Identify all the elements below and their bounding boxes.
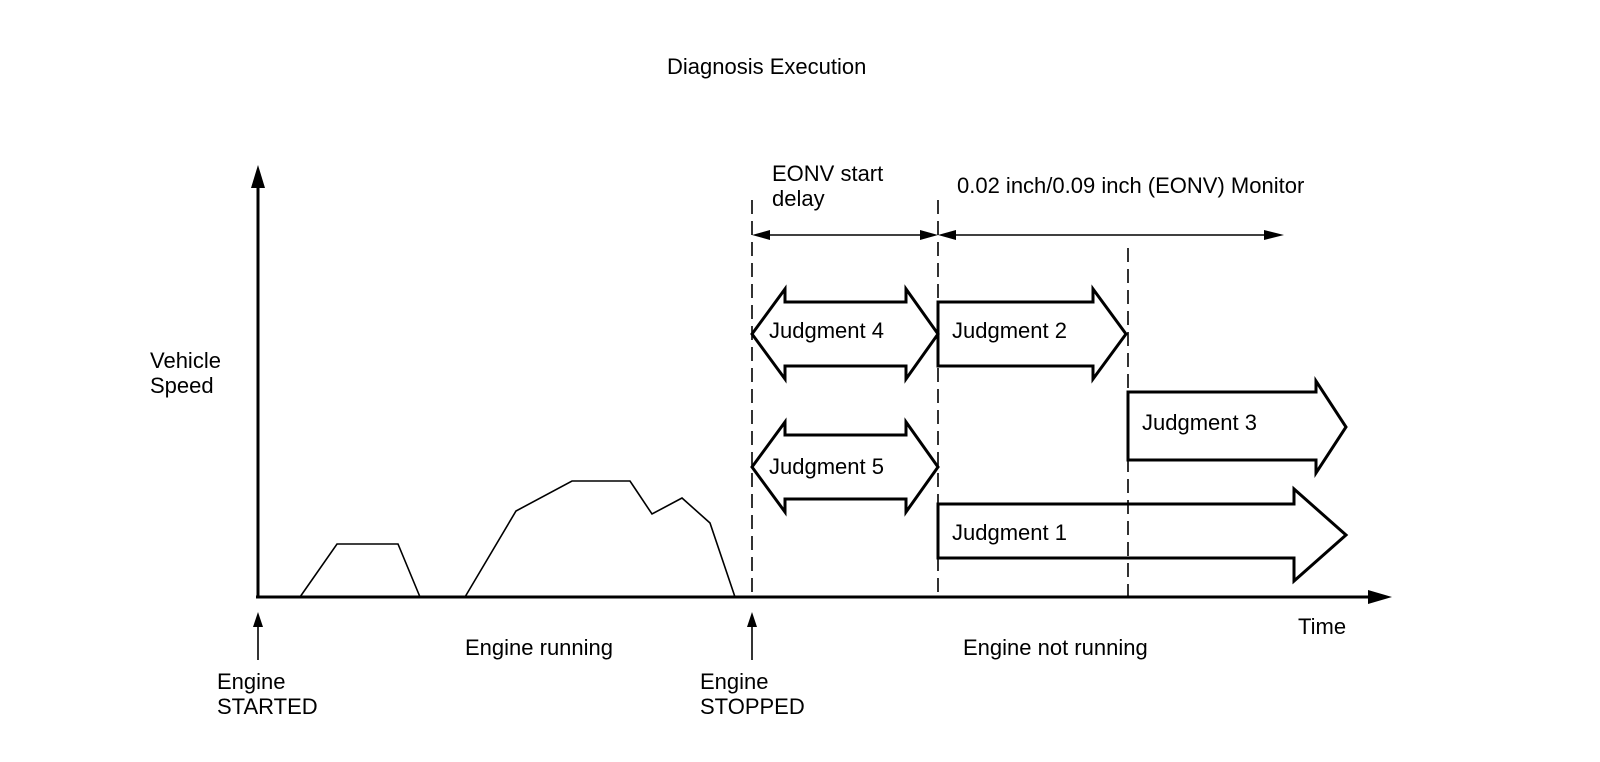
start-delay-interval-arrow bbox=[752, 230, 938, 240]
y-axis-label: Vehicle Speed bbox=[150, 348, 227, 398]
monitor-label: 0.02 inch/0.09 inch (EONV) Monitor bbox=[957, 173, 1304, 198]
engine-started-marker bbox=[253, 612, 263, 660]
phase-engine-running: Engine running bbox=[465, 635, 613, 660]
y-axis-arrowhead bbox=[251, 165, 265, 188]
monitor-interval-arrow bbox=[938, 230, 1284, 240]
diagram-title: Diagnosis Execution bbox=[667, 54, 866, 79]
engine-started-label: Engine STARTED bbox=[217, 669, 318, 719]
judgment-3-arrow bbox=[1126, 375, 1348, 479]
judgment-1-arrow bbox=[936, 485, 1349, 585]
judgment-5-label: Judgment 5 bbox=[769, 454, 884, 479]
judgment-3-label: Judgment 3 bbox=[1142, 410, 1257, 435]
engine-stopped-marker bbox=[747, 612, 757, 660]
phase-engine-not-running: Engine not running bbox=[963, 635, 1148, 660]
axes bbox=[251, 165, 1392, 604]
x-axis-label: Time bbox=[1298, 614, 1346, 639]
judgment-2-label: Judgment 2 bbox=[952, 318, 1067, 343]
vehicle-speed-trace bbox=[299, 543, 421, 598]
boundary-lines bbox=[751, 200, 1129, 597]
judgment-1-label: Judgment 1 bbox=[952, 520, 1067, 545]
judgment-5-arrow bbox=[750, 417, 940, 517]
x-axis-arrowhead bbox=[1368, 590, 1392, 604]
start-delay-label: EONV start delay bbox=[772, 161, 889, 211]
judgment-2-arrow bbox=[936, 284, 1128, 384]
engine-stopped-label: Engine STOPPED bbox=[700, 669, 805, 719]
judgment-4-label: Judgment 4 bbox=[769, 318, 884, 343]
vehicle-speed-trace-2 bbox=[464, 480, 736, 598]
